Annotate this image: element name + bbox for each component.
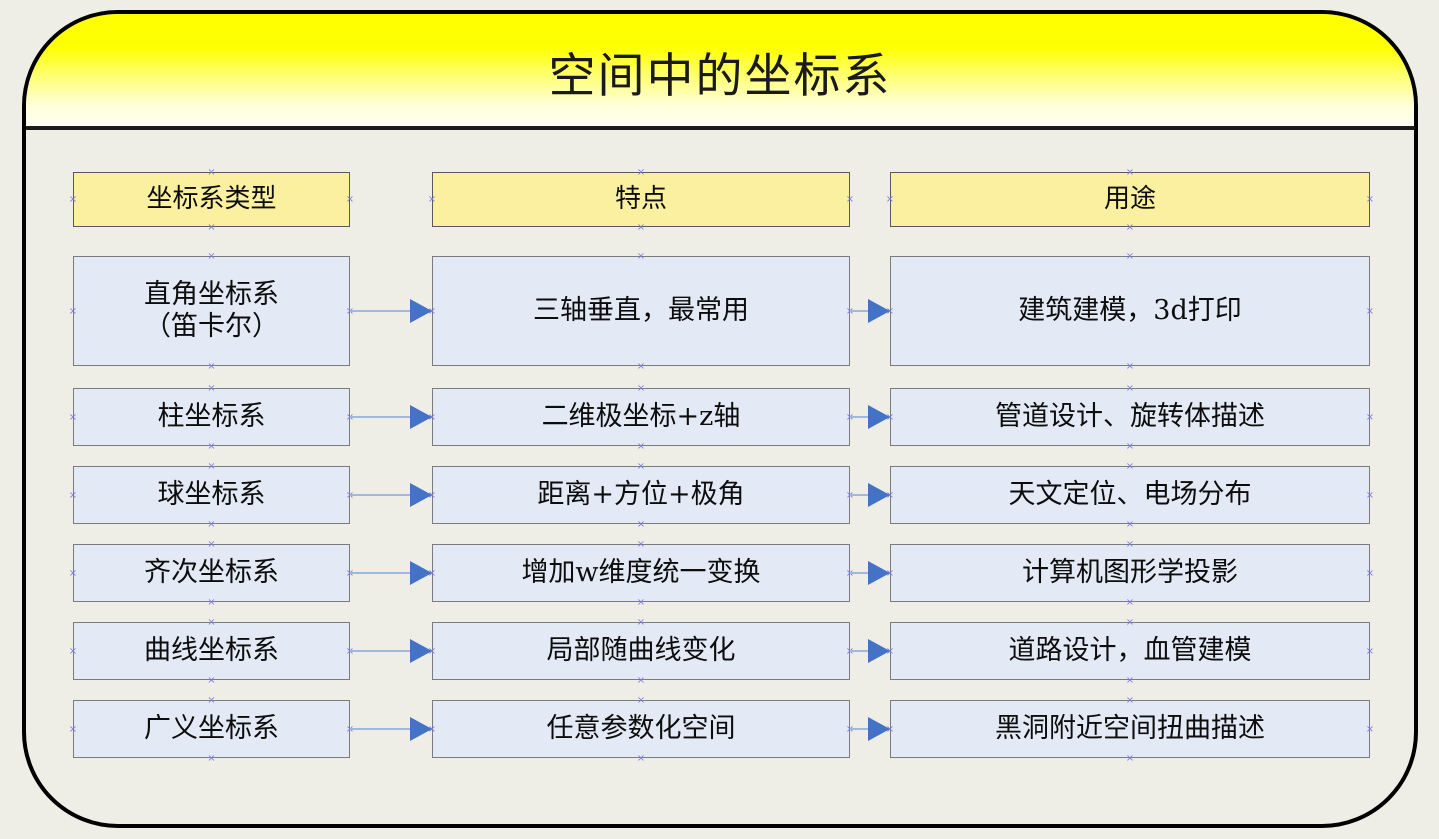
column-header-use[interactable]: 用途 [890, 172, 1370, 227]
arrow-row5-col1-to-col2 [350, 639, 432, 663]
cell-feature-row5[interactable]: 局部随曲线变化 [432, 622, 850, 680]
connector-line [350, 728, 410, 730]
cell-use-row1[interactable]: 建筑建模，3d打印 [890, 256, 1370, 366]
connector-line [850, 650, 868, 652]
arrow-row2-col2-to-col3 [850, 405, 890, 429]
cell-feature-row2[interactable]: 二维极坐标+z轴 [432, 388, 850, 446]
connector-line [350, 494, 410, 496]
connector-line [850, 728, 868, 730]
connector-line [350, 416, 410, 418]
cell-feature-row1[interactable]: 三轴垂直，最常用 [432, 256, 850, 366]
arrow-head-icon [410, 483, 432, 507]
column-header-type[interactable]: 坐标系类型 [73, 172, 350, 227]
cell-type-row1[interactable]: 直角坐标系 （笛卡尔） [73, 256, 350, 366]
arrow-row5-col2-to-col3 [850, 639, 890, 663]
arrow-row6-col2-to-col3 [850, 717, 890, 741]
cell-use-row3[interactable]: 天文定位、电场分布 [890, 466, 1370, 524]
cell-use-row6[interactable]: 黑洞附近空间扭曲描述 [890, 700, 1370, 758]
slide-frame-border [22, 10, 1418, 828]
connector-line [350, 572, 410, 574]
arrow-head-icon [410, 717, 432, 741]
connector-line [850, 494, 868, 496]
page-title: 空间中的坐标系 [548, 48, 892, 104]
title-banner [26, 14, 1414, 128]
arrow-row1-col1-to-col2 [350, 299, 432, 323]
arrow-row4-col1-to-col2 [350, 561, 432, 585]
arrow-head-icon [868, 405, 890, 429]
arrow-head-icon [410, 299, 432, 323]
arrow-head-icon [868, 717, 890, 741]
cell-feature-row3[interactable]: 距离+方位+极角 [432, 466, 850, 524]
arrow-row4-col2-to-col3 [850, 561, 890, 585]
cell-type-row5[interactable]: 曲线坐标系 [73, 622, 350, 680]
column-header-feature[interactable]: 特点 [432, 172, 850, 227]
connector-line [850, 310, 868, 312]
title-banner-divider [26, 126, 1415, 130]
arrow-head-icon [410, 561, 432, 585]
cell-use-row2[interactable]: 管道设计、旋转体描述 [890, 388, 1370, 446]
connector-line [350, 650, 410, 652]
arrow-head-icon [868, 639, 890, 663]
connector-line [350, 310, 410, 312]
arrow-row3-col2-to-col3 [850, 483, 890, 507]
cell-use-row4[interactable]: 计算机图形学投影 [890, 544, 1370, 602]
arrow-row1-col2-to-col3 [850, 299, 890, 323]
arrow-row6-col1-to-col2 [350, 717, 432, 741]
cell-type-row3[interactable]: 球坐标系 [73, 466, 350, 524]
cell-feature-row4[interactable]: 增加w维度统一变换 [432, 544, 850, 602]
arrow-row3-col1-to-col2 [350, 483, 432, 507]
arrow-head-icon [868, 483, 890, 507]
cell-type-row2[interactable]: 柱坐标系 [73, 388, 350, 446]
arrow-head-icon [868, 561, 890, 585]
connector-line [850, 416, 868, 418]
arrow-head-icon [410, 639, 432, 663]
arrow-row2-col1-to-col2 [350, 405, 432, 429]
cell-type-row4[interactable]: 齐次坐标系 [73, 544, 350, 602]
cell-type-row6[interactable]: 广义坐标系 [73, 700, 350, 758]
cell-use-row5[interactable]: 道路设计，血管建模 [890, 622, 1370, 680]
cell-feature-row6[interactable]: 任意参数化空间 [432, 700, 850, 758]
arrow-head-icon [410, 405, 432, 429]
arrow-head-icon [868, 299, 890, 323]
connector-line [850, 572, 868, 574]
